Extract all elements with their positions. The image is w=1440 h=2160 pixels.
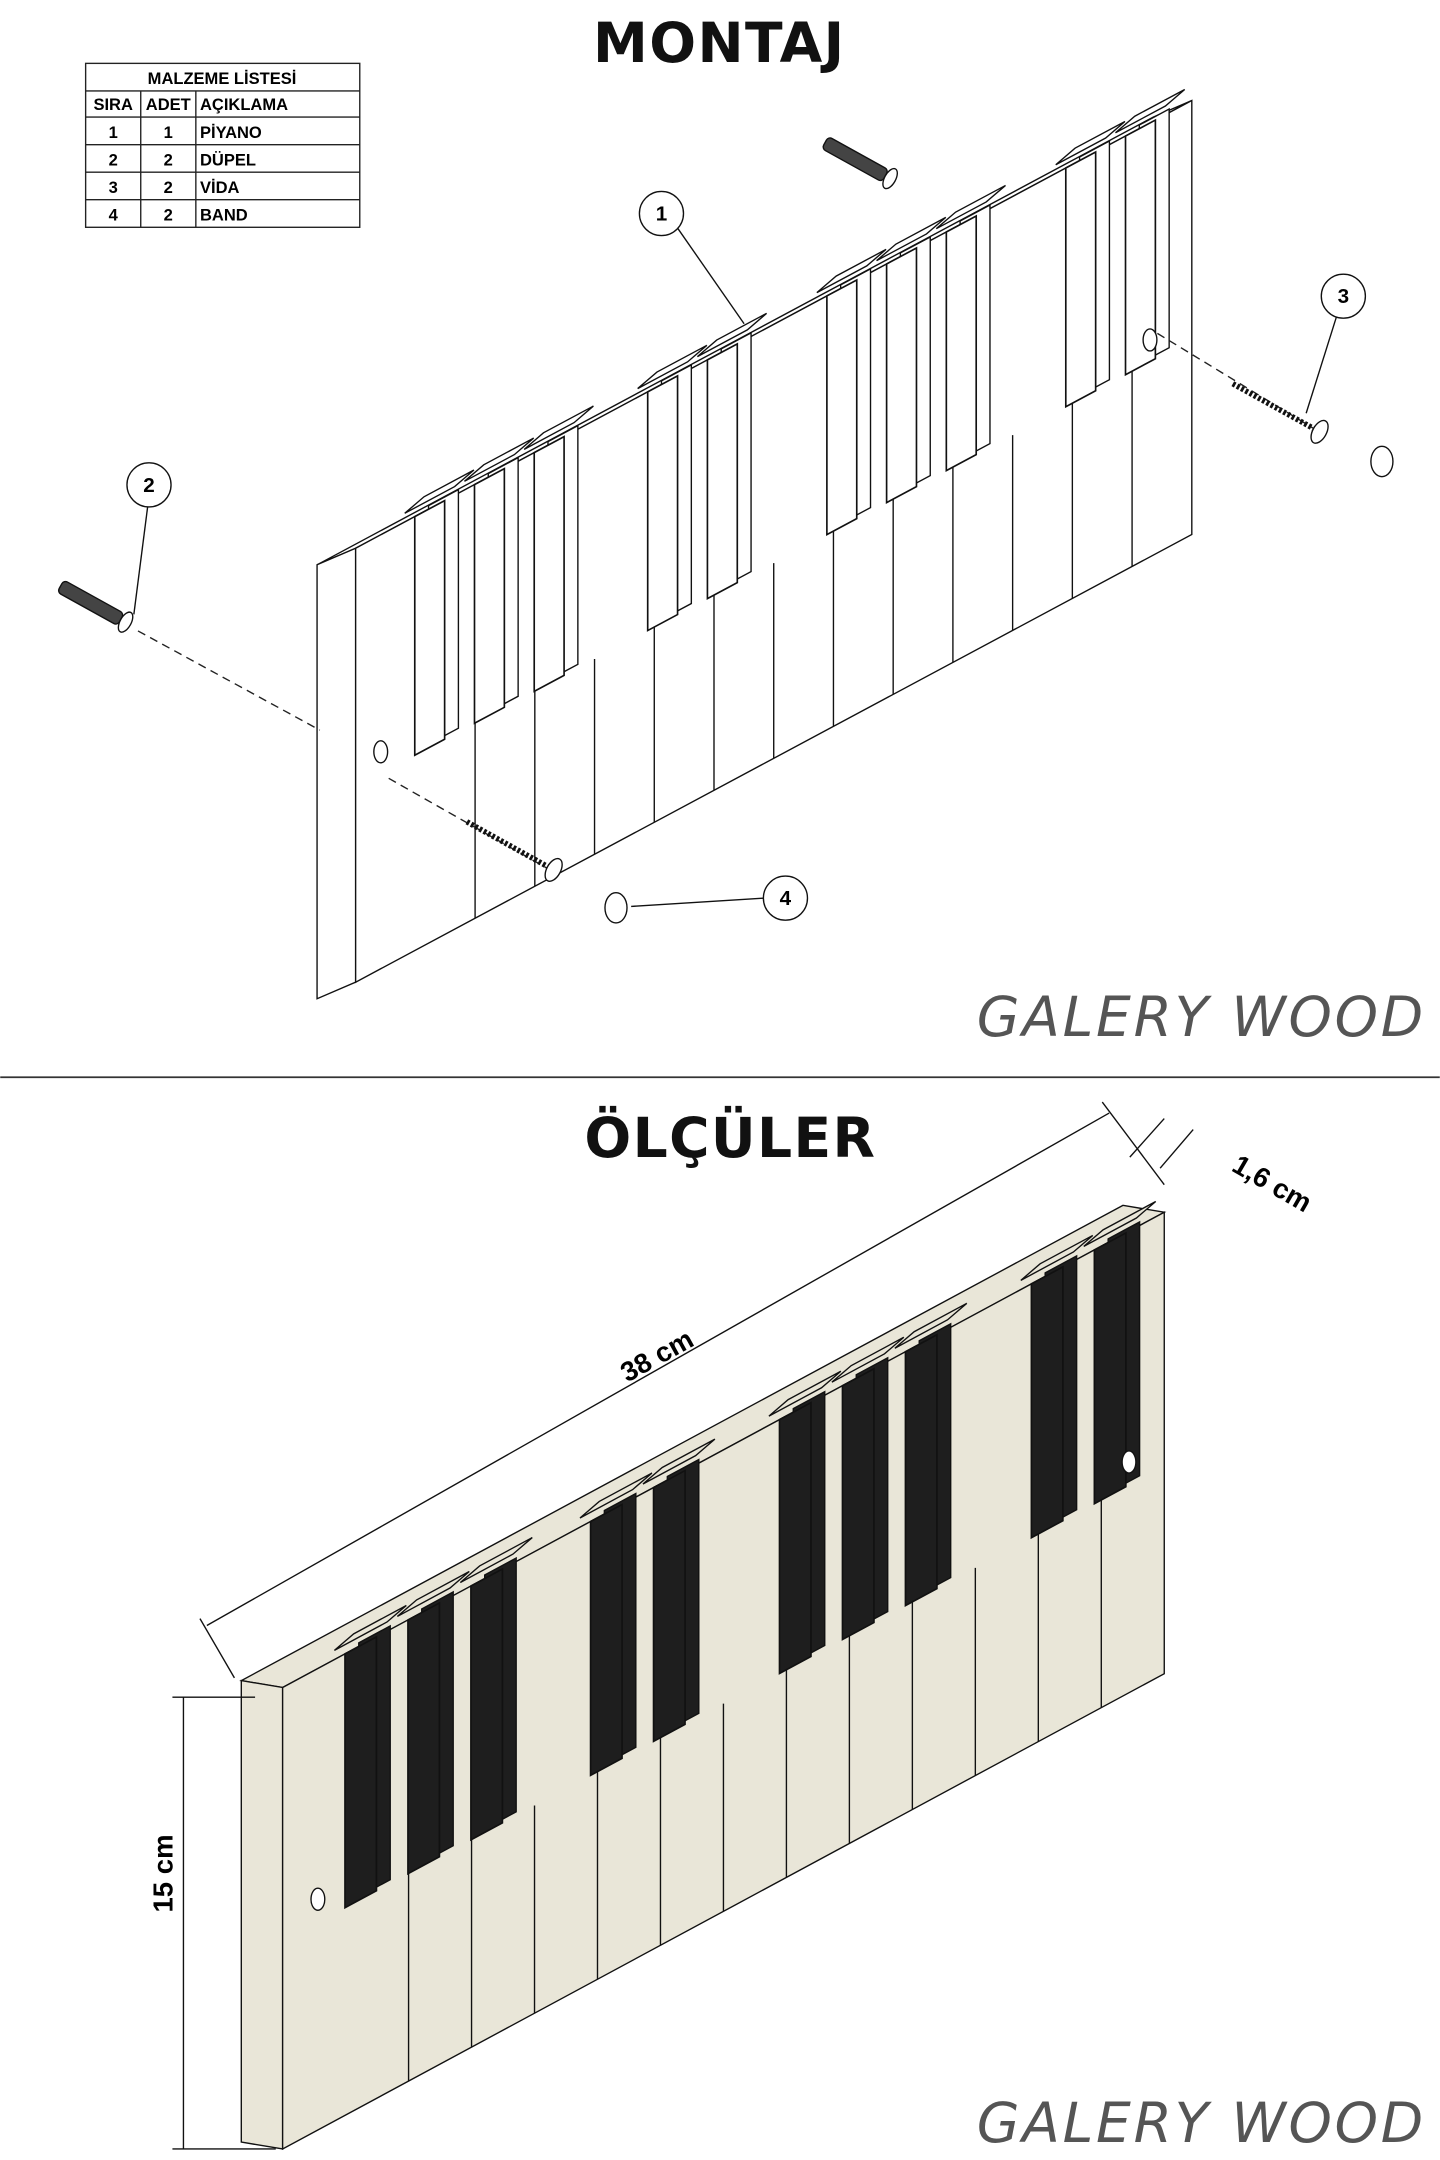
black-key [1124, 118, 1157, 377]
brand-logo-bottom: GALERY WOOD [977, 2091, 1426, 2155]
black-key [473, 467, 506, 725]
key-step [696, 312, 768, 358]
callout-leaders [133, 228, 1338, 908]
length-dimension: 38 cm [615, 1323, 698, 1388]
black-key [885, 246, 918, 505]
header-aciklama: AÇIKLAMA [200, 95, 288, 114]
key-step [579, 1472, 653, 1519]
black-key [778, 1401, 812, 1675]
black-key [470, 1567, 504, 1842]
screw-left [465, 819, 563, 882]
parts-table [84, 62, 361, 228]
black-key [1030, 1265, 1064, 1540]
row-2-desc: DÜPEL [200, 150, 256, 169]
board-end-face [316, 547, 357, 1000]
black-key [533, 435, 565, 693]
row-1-sira: 1 [109, 123, 118, 142]
dimensions-title: ÖLÇÜLER [584, 1106, 876, 1170]
row-2-adet: 2 [164, 150, 173, 169]
key-step [894, 1302, 968, 1349]
band-cap-right [1370, 445, 1394, 478]
callout-2: 2 [126, 462, 172, 508]
key-step [768, 1370, 842, 1417]
row-3-adet: 2 [164, 178, 173, 197]
key-step [642, 1438, 716, 1485]
screw-right [1231, 381, 1329, 444]
svg-text:2: 2 [143, 474, 154, 497]
key-step [1115, 88, 1186, 134]
black-key [413, 499, 446, 757]
piano-board-assembly [316, 88, 1193, 1000]
key-step [1020, 1234, 1094, 1281]
black-key [904, 1333, 938, 1607]
row-2-sira: 2 [109, 150, 118, 169]
black-key [706, 342, 739, 600]
board-end-face [240, 1679, 284, 2150]
brand-logo-top: GALERY WOOD [977, 985, 1426, 1049]
row-1-desc: PİYANO [200, 123, 262, 142]
key-step [1083, 1200, 1157, 1248]
black-key [1064, 150, 1097, 409]
band-cap-left [604, 891, 628, 924]
key-step [935, 184, 1006, 230]
black-key [826, 278, 858, 536]
black-key [589, 1503, 623, 1777]
screw-hole [373, 740, 389, 764]
dowel-right [822, 137, 898, 190]
row-4-sira: 4 [109, 205, 119, 224]
key-step [396, 1570, 470, 1618]
svg-text:1: 1 [656, 202, 668, 225]
piano-board-dimensioned [239, 1200, 1167, 2151]
screw-hole [1121, 1450, 1137, 1474]
callout-4: 4 [762, 875, 809, 921]
header-sira: SIRA [93, 95, 133, 114]
key-step [459, 1536, 533, 1584]
black-key [407, 1601, 441, 1876]
header-adet: ADET [146, 95, 191, 114]
assembly-title: MONTAJ [593, 11, 845, 75]
key-step [404, 469, 475, 514]
screw-hole [1142, 328, 1158, 352]
key-step [831, 1336, 905, 1383]
callout-3: 3 [1320, 273, 1367, 319]
black-key [652, 1469, 686, 1743]
dimension-lines [172, 1101, 1194, 2150]
row-4-desc: BAND [200, 205, 248, 224]
key-step [816, 248, 887, 294]
black-key [344, 1635, 378, 1910]
key-step [523, 405, 594, 450]
black-key [841, 1367, 875, 1641]
black-key [646, 374, 679, 632]
row-4-adet: 2 [164, 205, 173, 224]
parts-table-text: MALZEME LİSTESİ SIRA ADET AÇIKLAMA 1 1 P… [93, 69, 296, 224]
key-step [1055, 120, 1126, 166]
key-step [876, 216, 947, 262]
key-step [637, 344, 708, 390]
row-3-sira: 3 [109, 178, 118, 197]
parts-table-title: MALZEME LİSTESİ [148, 69, 297, 88]
svg-text:3: 3 [1338, 285, 1350, 308]
key-step [333, 1604, 407, 1651]
row-1-adet: 1 [164, 123, 173, 142]
row-3-desc: VİDA [200, 178, 240, 197]
black-key [945, 214, 978, 473]
black-key [1093, 1231, 1127, 1506]
dowel-left [57, 580, 134, 633]
height-dimension: 15 cm [147, 1834, 178, 1912]
key-step [464, 437, 535, 482]
screw-hole [310, 1887, 326, 1911]
thickness-dimension: 1,6 cm [1227, 1148, 1317, 1218]
callout-1: 1 [638, 190, 685, 237]
svg-text:4: 4 [780, 887, 792, 910]
